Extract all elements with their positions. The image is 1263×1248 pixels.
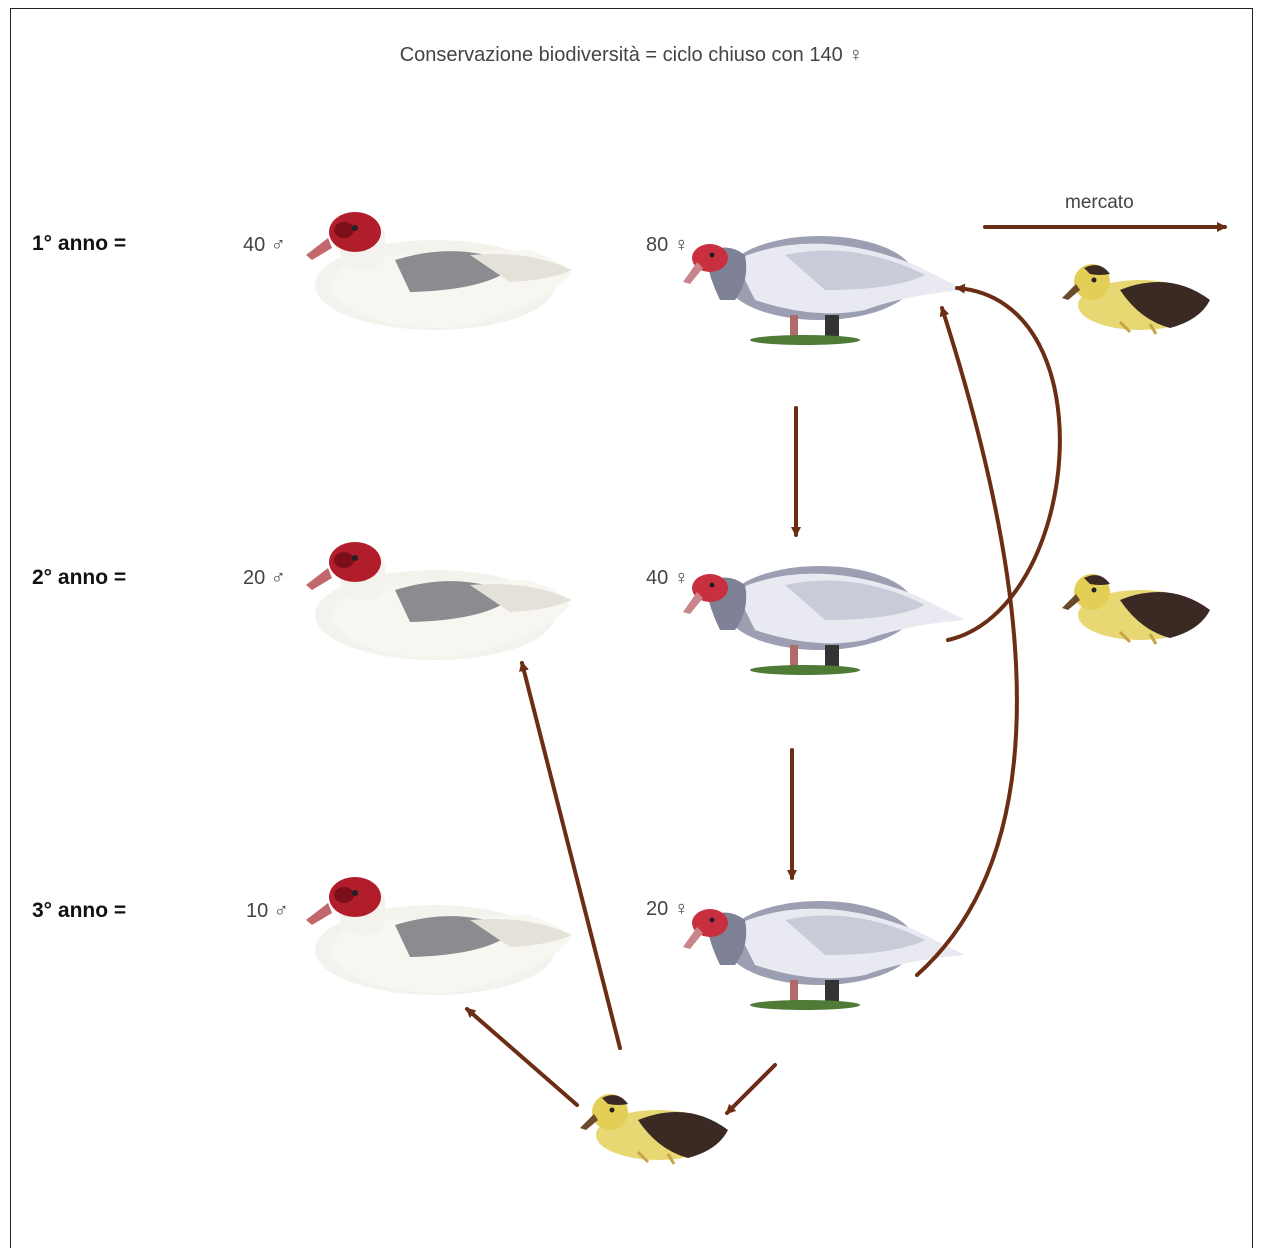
female-count-year-3: 20 ♀ — [646, 898, 689, 921]
market-label: mercato — [1065, 192, 1134, 214]
duckling-icon — [1062, 264, 1210, 334]
duckling-icon — [580, 1094, 728, 1164]
female-count-year-2: 40 ♀ — [646, 567, 689, 590]
row-label-year-1: 1° anno = — [32, 232, 126, 256]
arrow-year2-to-year1 — [948, 288, 1060, 640]
male-duck-icon — [306, 877, 572, 995]
male-count-year-3: 10 ♂ — [246, 900, 289, 923]
arrow-duckling-to-year3-males — [467, 1009, 577, 1105]
arrow-year3-to-year1 — [917, 308, 1017, 975]
female-count-year-1: 80 ♀ — [646, 234, 689, 257]
male-count-year-1: 40 ♂ — [243, 234, 286, 257]
female-duck-icon — [683, 236, 965, 345]
row-label-year-2: 2° anno = — [32, 566, 126, 590]
female-duck-icon — [683, 901, 965, 1010]
row-label-year-3: 3° anno = — [32, 899, 126, 923]
duckling-icon — [1062, 574, 1210, 644]
male-duck-icon — [306, 542, 572, 660]
arrow-duckling-to-year2-males — [522, 663, 620, 1048]
diagram-title: Conservazione biodiversità = ciclo chius… — [0, 44, 1263, 67]
male-duck-icon — [306, 212, 572, 330]
male-count-year-2: 20 ♂ — [243, 567, 286, 590]
arrow-year3-females-to-duckling — [727, 1065, 775, 1113]
female-duck-icon — [683, 566, 965, 675]
